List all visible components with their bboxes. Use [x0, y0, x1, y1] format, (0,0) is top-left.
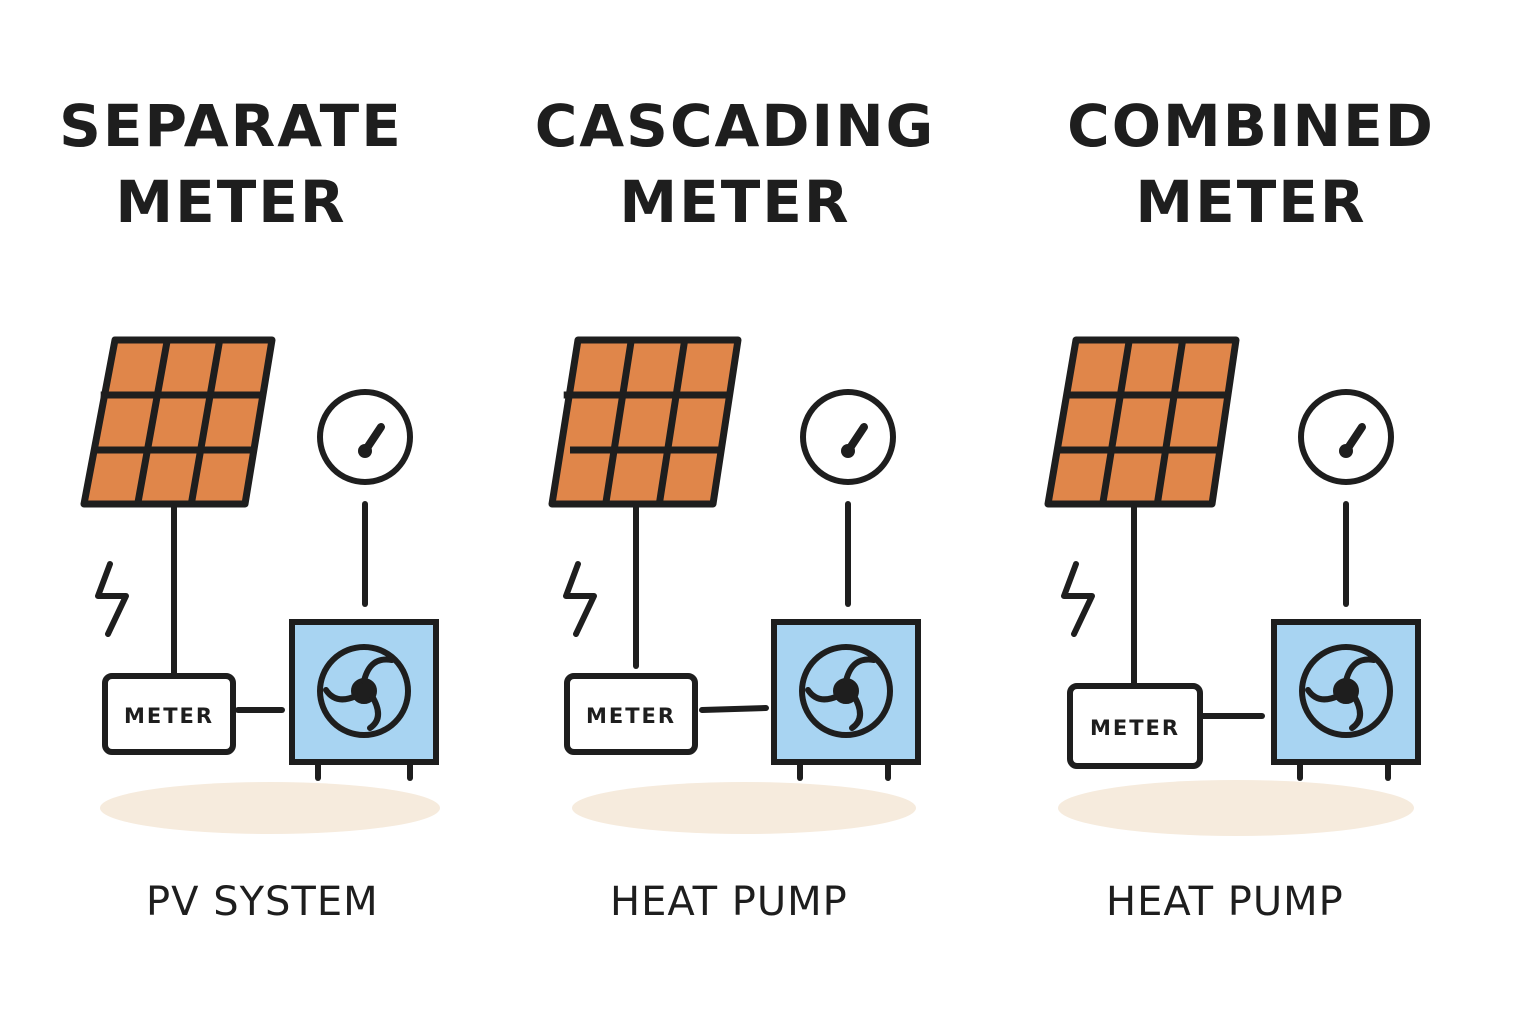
meter-label: METER	[586, 704, 676, 728]
panel-title: CASCADING METER	[479, 88, 991, 240]
metering-diagram: METER	[1044, 336, 1421, 836]
meter-label: METER	[124, 704, 214, 728]
panel-separate-meter: SEPARATE METER METER	[0, 0, 512, 1024]
panel-combined-meter: COMBINED METER METER	[1024, 0, 1536, 1024]
title-line-1: CASCADING	[534, 92, 936, 160]
fan-icon	[1299, 644, 1393, 738]
title-line-2: METER	[619, 168, 851, 236]
title-line-2: METER	[115, 168, 347, 236]
lightning-icon	[1061, 561, 1095, 637]
panel-title: COMBINED METER	[995, 88, 1507, 240]
lightning-icon	[95, 561, 129, 637]
gauge-icon	[1298, 389, 1394, 485]
ground-shadow	[1058, 780, 1414, 836]
lightning-icon	[563, 561, 597, 637]
meter-box: METER	[564, 673, 698, 755]
heat-pump-icon	[289, 619, 439, 781]
meter-box: METER	[102, 673, 236, 755]
fan-icon	[799, 644, 893, 738]
heat-pump-icon	[1271, 619, 1421, 781]
panel-caption: HEAT PUMP	[1106, 879, 1344, 925]
ground-shadow	[572, 782, 916, 834]
title-line-1: COMBINED	[1067, 92, 1435, 160]
panel-cascading-meter: CASCADING METER METER	[512, 0, 1024, 1024]
fan-icon	[317, 644, 411, 738]
meter-label: METER	[1090, 716, 1180, 740]
heat-pump-icon	[771, 619, 921, 781]
gauge-icon	[800, 389, 896, 485]
meter-box: METER	[1067, 683, 1203, 769]
panel-title: SEPARATE METER	[0, 88, 487, 240]
panel-caption: HEAT PUMP	[610, 879, 848, 925]
metering-diagram: METER	[80, 336, 440, 834]
solar-panel-icon	[548, 336, 742, 508]
title-line-2: METER	[1135, 168, 1367, 236]
gauge-icon	[317, 389, 413, 485]
solar-panel-icon	[80, 336, 276, 508]
ground-shadow	[100, 782, 440, 834]
panel-caption: PV SYSTEM	[146, 879, 379, 925]
solar-panel-icon	[1044, 336, 1240, 508]
meter-link	[699, 705, 769, 713]
metering-diagram: METER	[548, 336, 921, 834]
title-line-1: SEPARATE	[59, 92, 403, 160]
